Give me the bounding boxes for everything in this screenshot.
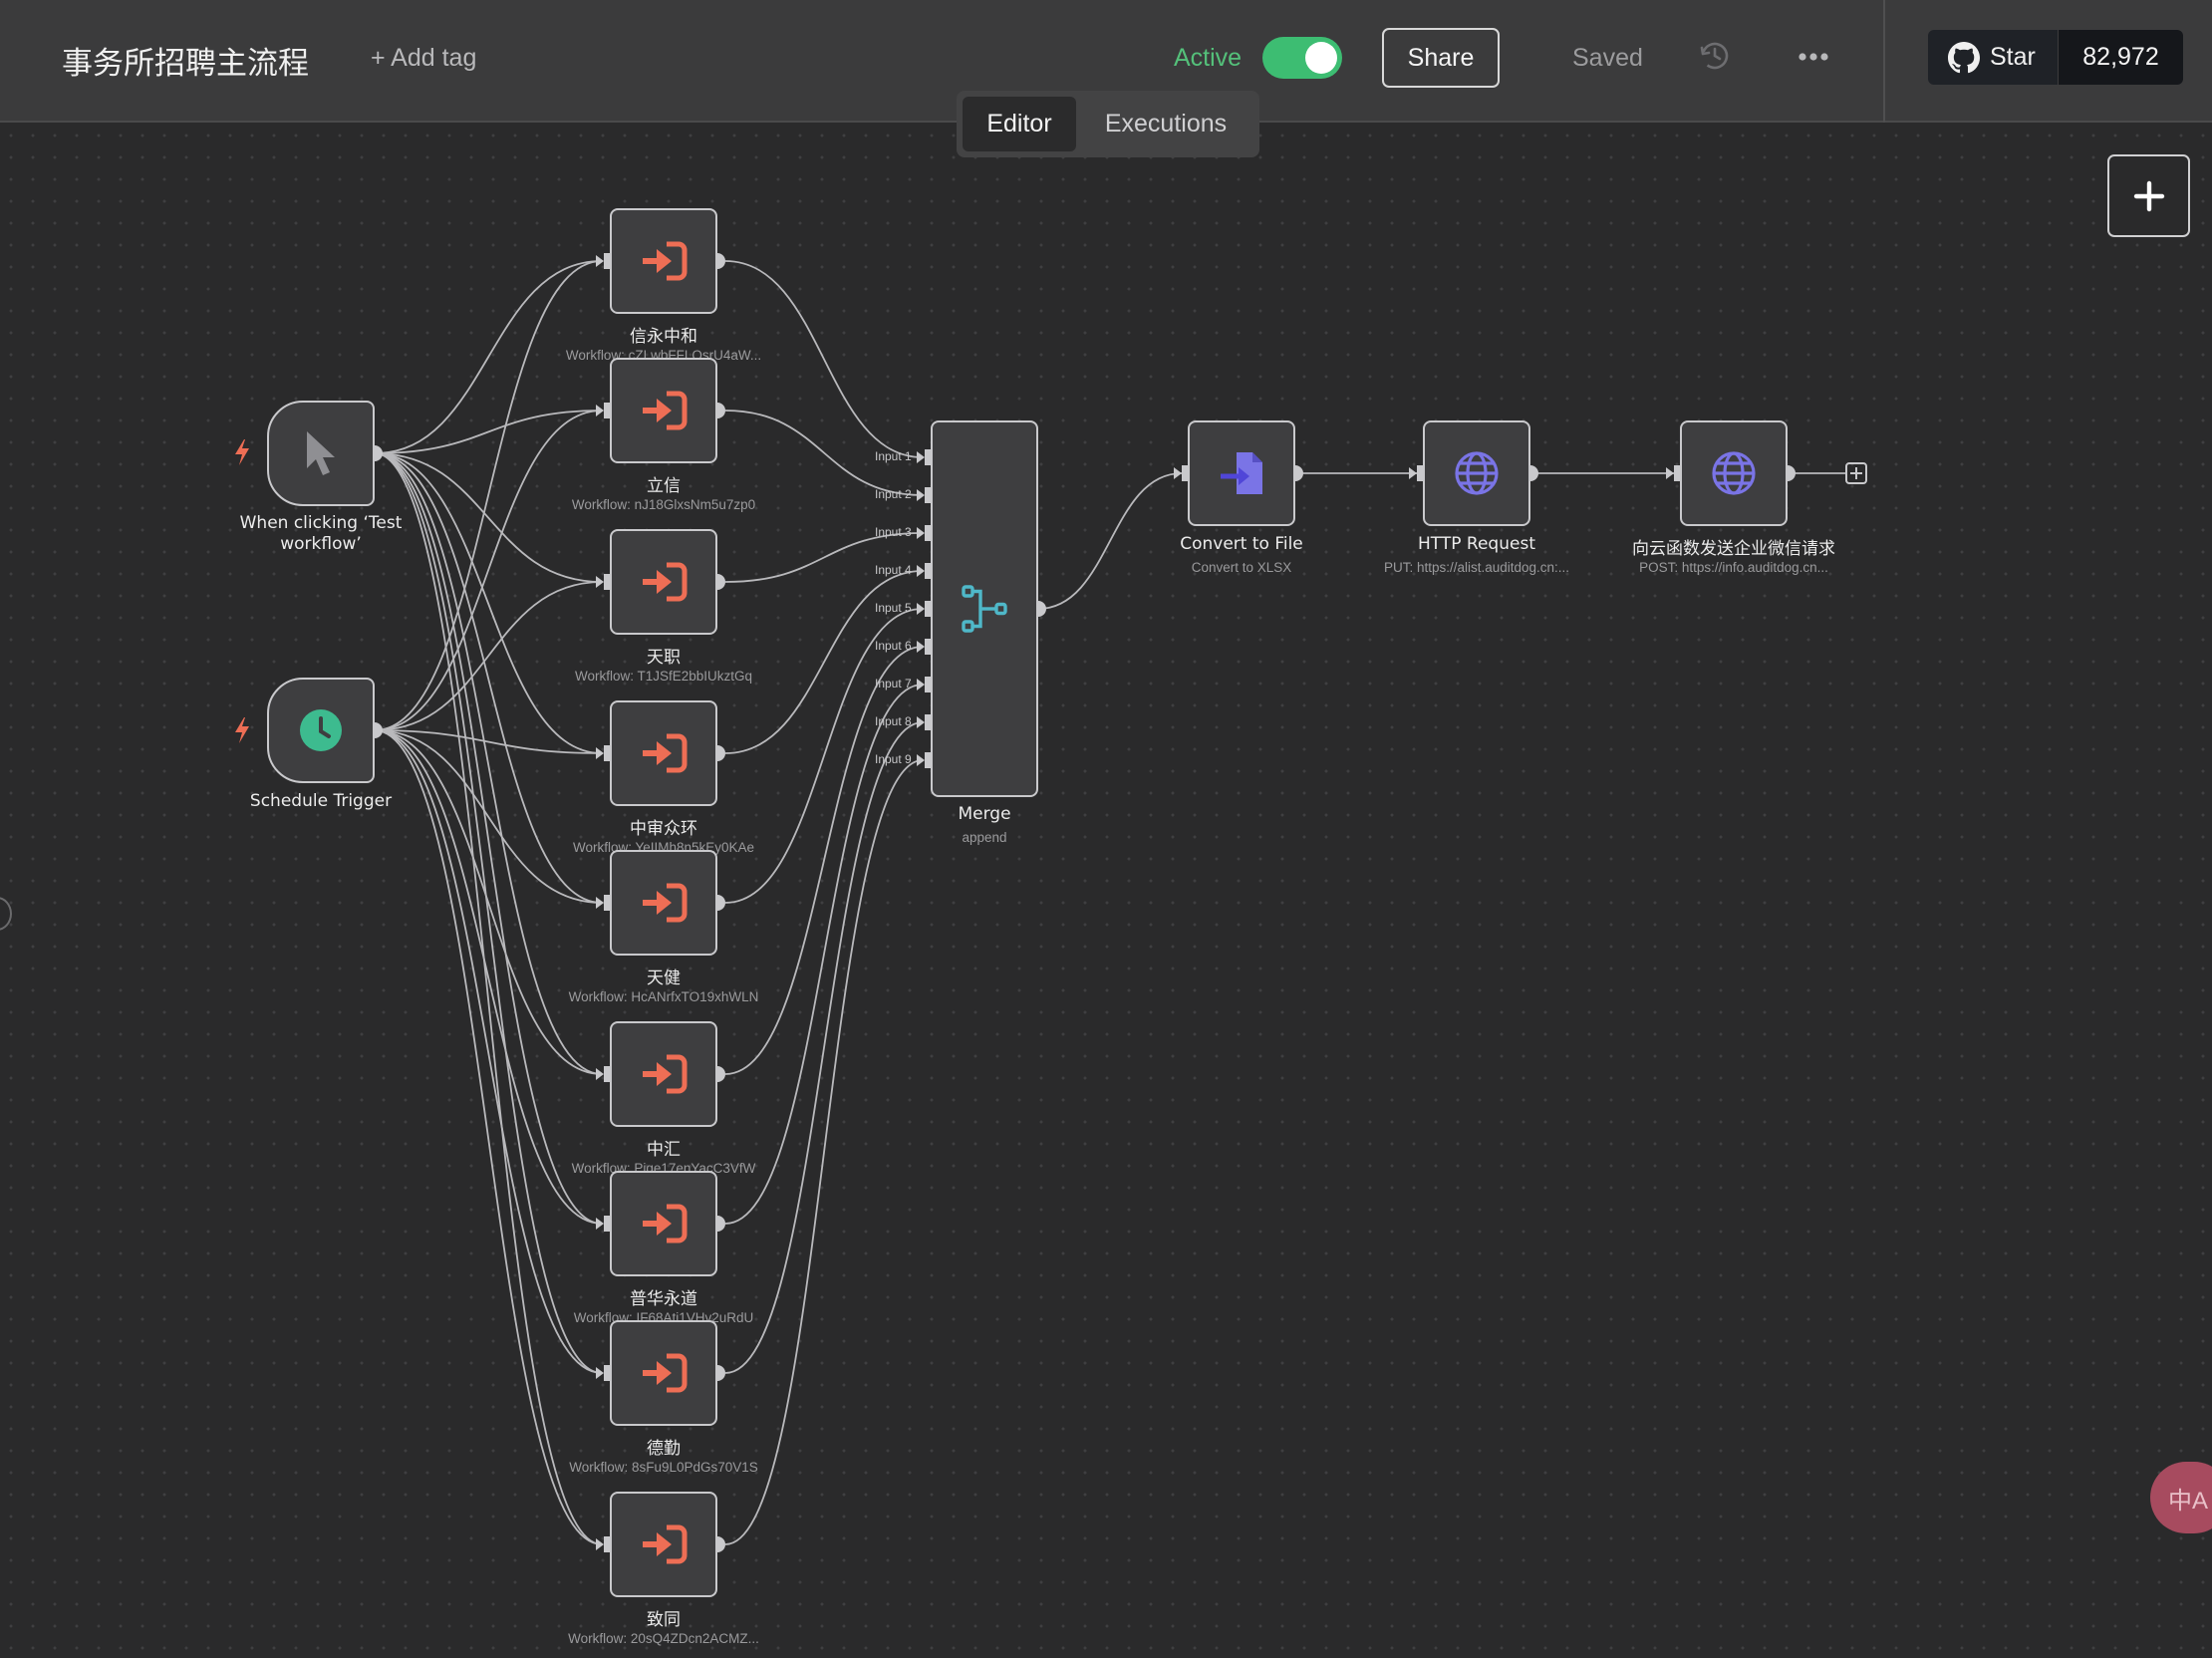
http2-subtitle: POST: https://info.auditdog.cn...: [1639, 560, 1828, 575]
globe-icon: [1712, 451, 1756, 495]
execute-workflow-node[interactable]: [610, 208, 717, 314]
execute-node-subtitle: Workflow: nJ18GlxsNm5u7zp0: [571, 497, 756, 512]
sign-in-icon: [643, 1204, 688, 1244]
convert-subtitle: Convert to XLSX: [1191, 560, 1292, 575]
sign-in-icon: [643, 733, 688, 773]
sign-in-icon: [643, 1353, 688, 1393]
http1-title: HTTP Request: [1418, 534, 1535, 554]
execute-node-subtitle: Workflow: HcANrfxTO19xhWLN: [568, 989, 759, 1004]
manual-trigger-title-line2: workflow’: [280, 534, 362, 554]
merge-input-label: Input 4: [875, 563, 912, 577]
execute-node-title: 普华永道: [630, 1289, 697, 1309]
active-toggle[interactable]: [1262, 37, 1342, 79]
execute-workflow-node[interactable]: [610, 1320, 717, 1426]
github-star-count[interactable]: 82,972: [2059, 30, 2183, 85]
execute-workflow-node[interactable]: [610, 358, 717, 463]
execute-node-subtitle: Workflow: 8sFu9L0PdGs70V1S: [569, 1460, 758, 1475]
sign-in-icon: [643, 562, 688, 602]
execute-node-subtitle: Workflow: 20sQ4ZDcn2ACMZ...: [568, 1631, 759, 1646]
plus-icon: [2133, 180, 2164, 211]
workflow-canvas[interactable]: [0, 125, 2212, 1658]
execute-node-title: 中审众环: [630, 819, 697, 839]
workflow-title[interactable]: 事务所招聘主流程: [62, 46, 309, 82]
translate-button[interactable]: 中A: [2150, 1462, 2212, 1533]
globe-icon: [1455, 451, 1499, 495]
add-node-button[interactable]: [2107, 154, 2190, 237]
merge-input-label: Input 8: [875, 714, 912, 728]
convert-title: Convert to File: [1180, 534, 1303, 554]
execute-node-subtitle: Workflow: T1JSfE2bbIUkztGq: [574, 669, 753, 684]
tab-executions[interactable]: Executions: [1104, 110, 1228, 138]
header-divider: [1883, 0, 1885, 123]
file-convert-icon: [1221, 452, 1262, 494]
http1-subtitle: PUT: https://alist.auditdog.cn:...: [1383, 560, 1570, 575]
github-star-button[interactable]: Star: [1928, 30, 2058, 85]
view-tabs: Editor Executions: [957, 91, 1259, 157]
merge-input-label: Input 6: [875, 639, 912, 653]
merge-input-label: Input 2: [875, 487, 912, 501]
tab-editor[interactable]: Editor: [963, 97, 1076, 151]
merge-input-label: Input 7: [875, 677, 912, 691]
cursor-icon: [307, 431, 335, 475]
manual-trigger-title: When clicking ‘Test: [239, 513, 403, 533]
merge-subtitle: append: [962, 830, 1007, 845]
http2-title: 向云函数发送企业微信请求: [1632, 539, 1835, 559]
execute-workflow-node[interactable]: [610, 1171, 717, 1276]
execute-node-title: 致同: [647, 1610, 681, 1630]
history-icon[interactable]: [1698, 39, 1732, 73]
trigger-bolt-icon: [235, 439, 249, 465]
convert-to-file-node[interactable]: [1188, 420, 1295, 526]
execute-workflow-node[interactable]: [610, 700, 717, 806]
manual-trigger-node[interactable]: [267, 401, 375, 506]
execute-workflow-node[interactable]: [610, 1021, 717, 1127]
execute-node-title: 天健: [647, 968, 681, 988]
schedule-trigger-title: Schedule Trigger: [249, 791, 393, 811]
sign-in-icon: [643, 391, 688, 430]
merge-icon: [962, 585, 1007, 633]
github-star-label: Star: [1990, 43, 2036, 71]
schedule-trigger-node[interactable]: [267, 678, 375, 783]
more-horizontal-icon[interactable]: [1797, 42, 1830, 72]
github-icon: [1948, 41, 1980, 73]
sign-in-icon: [643, 883, 688, 923]
merge-title: Merge: [958, 804, 1011, 824]
toggle-knob: [1305, 42, 1337, 74]
merge-node[interactable]: [931, 420, 1038, 797]
merge-input-label: Input 5: [875, 601, 912, 615]
execute-workflow-node[interactable]: [610, 850, 717, 956]
execute-node-title: 信永中和: [630, 327, 697, 347]
merge-input-label: Input 1: [875, 449, 912, 463]
execute-node-title: 德勤: [647, 1439, 681, 1459]
merge-input-label: Input 9: [875, 752, 912, 766]
http-request-node[interactable]: [1423, 420, 1530, 526]
execute-node-title: 立信: [647, 476, 681, 496]
execute-workflow-node[interactable]: [610, 529, 717, 635]
merge-input-label: Input 3: [875, 525, 912, 539]
execute-workflow-node[interactable]: [610, 1492, 717, 1597]
active-label: Active: [1174, 44, 1243, 72]
sign-in-icon: [643, 1054, 688, 1094]
share-button[interactable]: Share: [1382, 28, 1500, 88]
execute-node-title: 中汇: [647, 1140, 681, 1160]
clock-icon: [300, 709, 342, 751]
saved-status: Saved: [1572, 44, 1643, 72]
trigger-bolt-icon: [235, 717, 249, 743]
translate-icon: 中A: [2168, 1487, 2209, 1515]
execute-node-title: 天职: [647, 648, 681, 668]
sign-in-icon: [643, 241, 688, 281]
add-tag-button[interactable]: + Add tag: [371, 44, 477, 72]
sign-in-icon: [643, 1524, 688, 1564]
wechat-request-node[interactable]: [1680, 420, 1788, 526]
